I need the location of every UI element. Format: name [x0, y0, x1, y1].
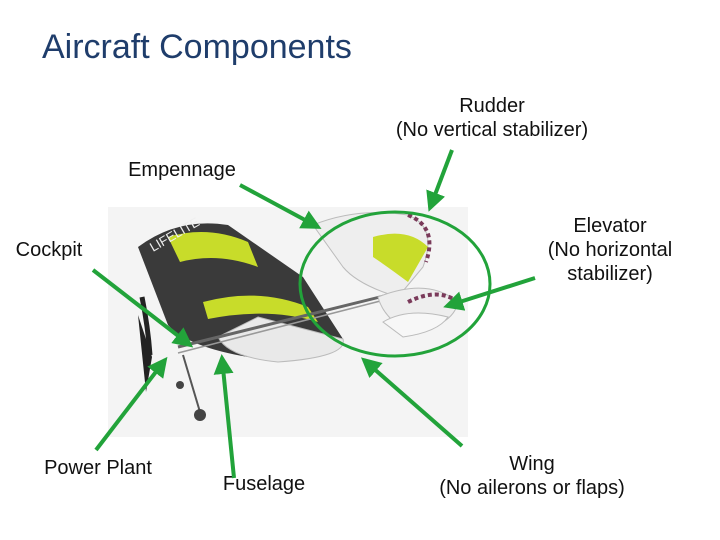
fuselage-label: Fuselage	[222, 473, 306, 495]
rudder-label-line1: Rudder	[459, 95, 525, 117]
rudder-label-line2: (No vertical stabilizer)	[395, 119, 589, 141]
slide-title: Aircraft Components	[42, 28, 352, 66]
empennage-label: Empennage	[128, 159, 236, 181]
elevator-label-line2: (No horizontal	[547, 239, 673, 261]
elevator-label-line1: Elevator	[573, 215, 647, 237]
rudder-label: Rudder (No vertical stabilizer)	[372, 94, 612, 142]
power-plant-arrow	[94, 356, 168, 452]
wing-label: Wing (No ailerons or flaps)	[400, 452, 664, 500]
wing-label-line2: (No ailerons or flaps)	[439, 477, 625, 499]
rudder-arrow	[426, 149, 454, 212]
wing-label-line1: Wing	[509, 453, 555, 475]
wing-arrow	[360, 357, 464, 448]
elevator-label: Elevator (No horizontal stabilizer)	[530, 214, 690, 286]
elevator-arrow	[443, 276, 536, 311]
empennage-arrow	[239, 183, 322, 229]
empennage-highlight-ellipse	[298, 210, 492, 358]
fuselage-arrow	[213, 354, 236, 479]
power-plant-label: Power Plant	[44, 457, 152, 479]
cockpit-label: Cockpit	[15, 239, 83, 261]
elevator-label-line3: stabilizer)	[567, 263, 653, 285]
cockpit-arrow	[91, 268, 194, 348]
